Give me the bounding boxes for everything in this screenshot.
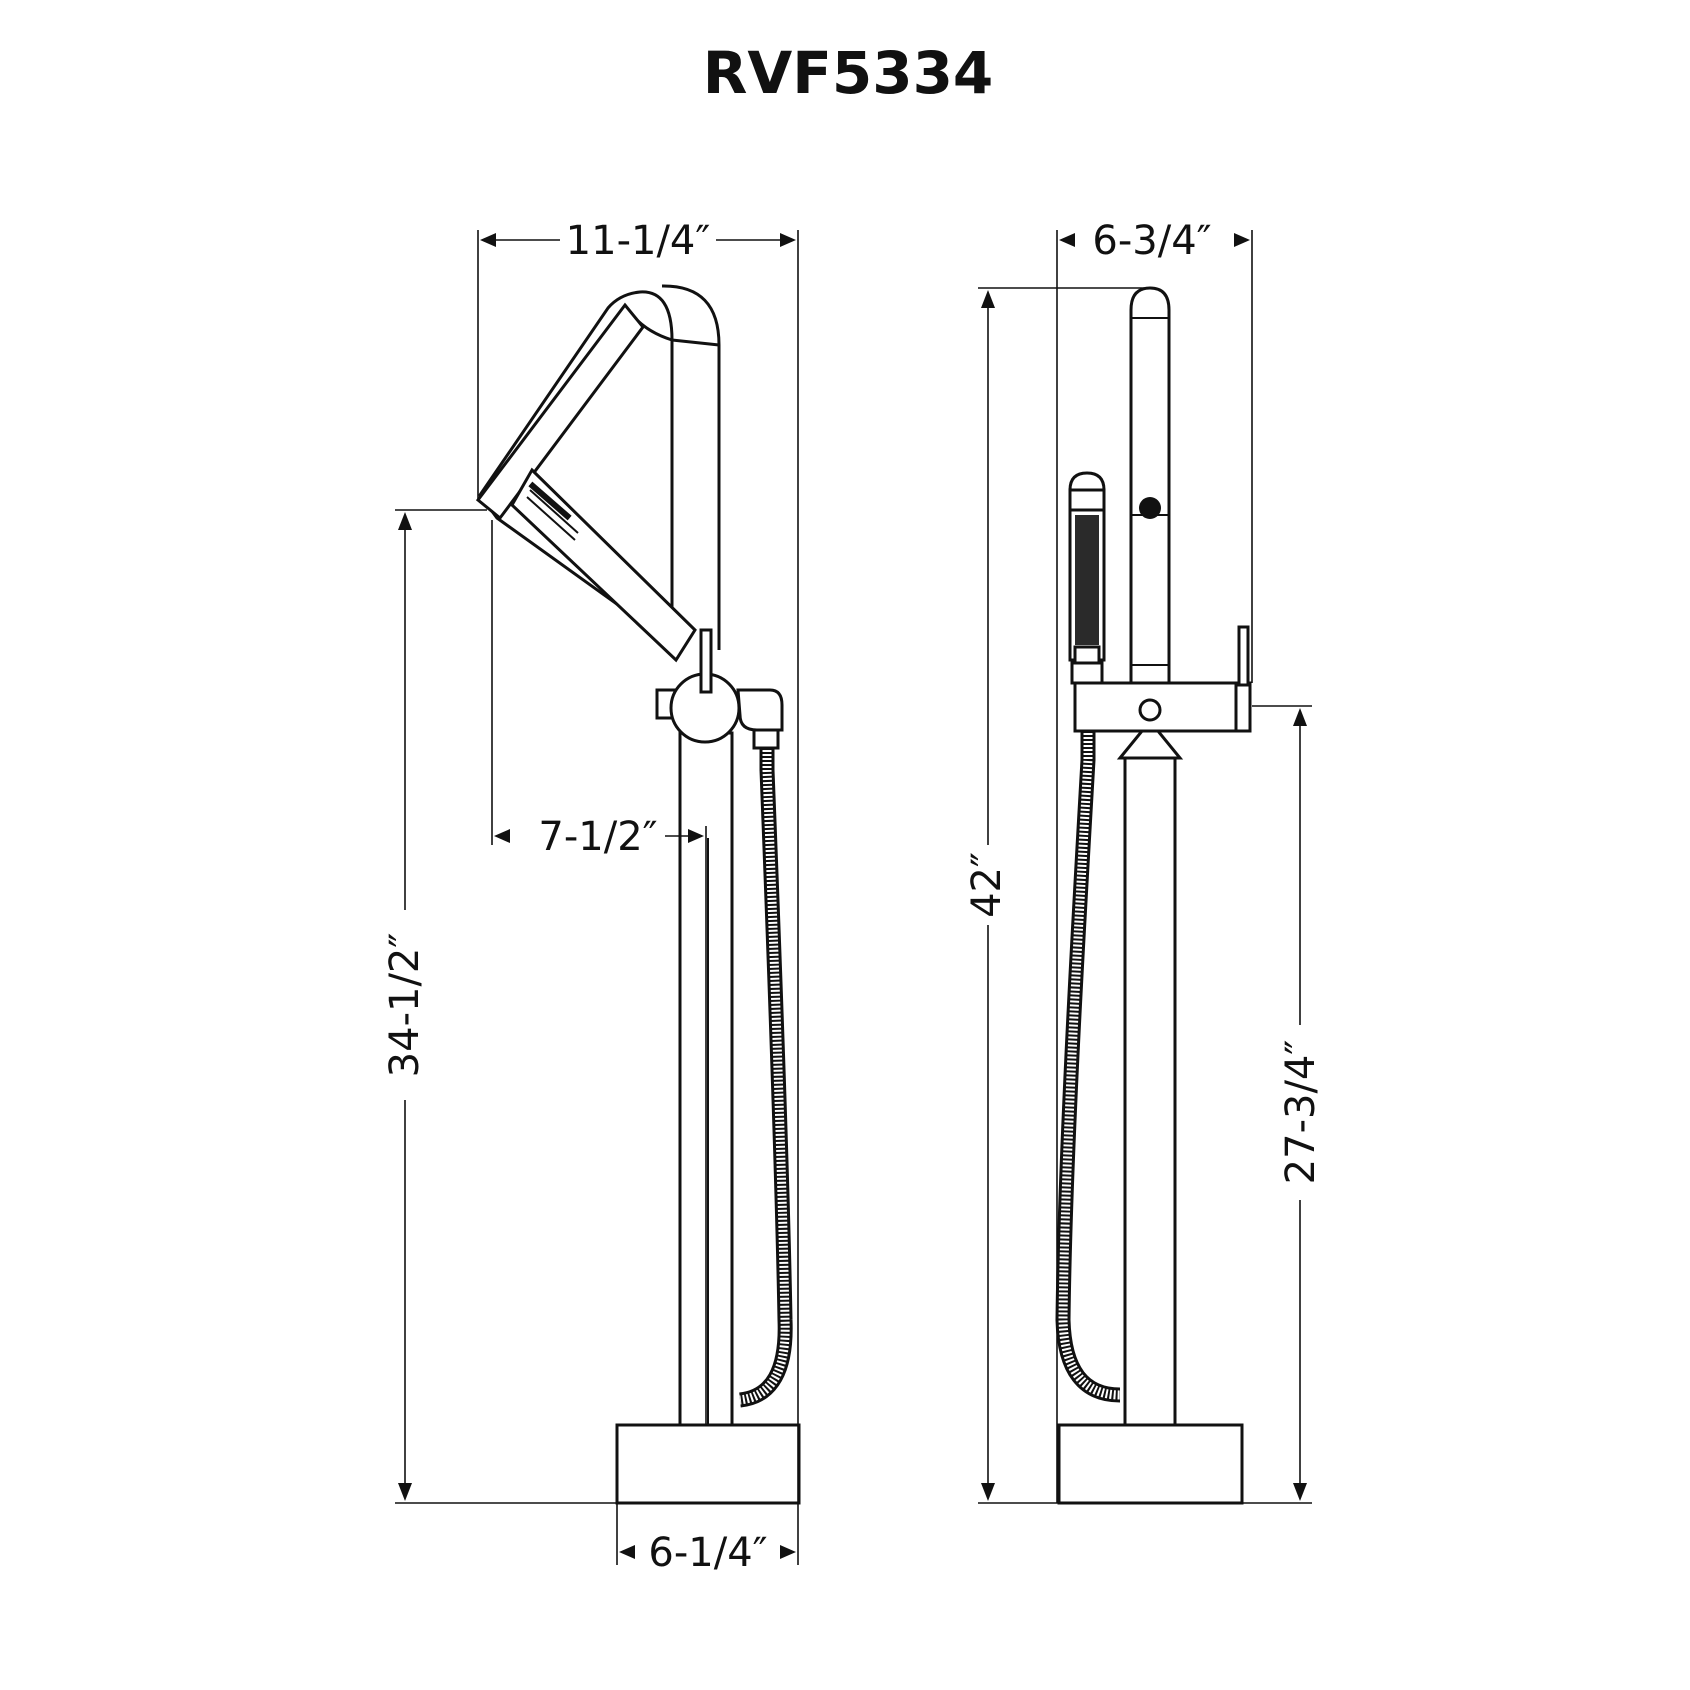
front-base-plate <box>1057 1423 1244 1505</box>
side-spout <box>478 290 683 650</box>
dim-front-handle-height: 27-3/4″ <box>1278 1040 1324 1185</box>
front-handle <box>1237 625 1250 687</box>
front-handle-cap <box>1234 681 1252 733</box>
dim-side-overall-width: 11-1/4″ <box>566 218 711 264</box>
side-base-plate <box>615 1423 801 1505</box>
front-spout <box>1129 286 1171 685</box>
dim-side-spout-reach: 7-1/2″ <box>538 814 657 860</box>
side-nozzle <box>510 467 697 663</box>
dim-front-overall-height: 42″ <box>964 852 1010 918</box>
side-elbow <box>736 688 784 732</box>
dim-front-overall-width: 6-3/4″ <box>1092 218 1211 264</box>
side-spout-head <box>475 302 645 521</box>
side-view: 11-1/4″ 7-1/2″ 34-1/2″ 6-1/4″ <box>382 218 801 1576</box>
front-riser-pipe <box>1123 756 1177 1427</box>
model-title: RVF5334 <box>703 39 994 107</box>
front-valve-body <box>1073 681 1252 733</box>
front-spout-outlet <box>1139 497 1161 519</box>
front-hand-shower-nozzles <box>1075 515 1099 645</box>
side-handle <box>699 628 713 694</box>
dim-side-base-width: 6-1/4″ <box>648 1530 767 1576</box>
front-view: 6-3/4″ 42″ 27-3/4″ <box>964 218 1324 1505</box>
dim-side-spout-height: 34-1/2″ <box>382 933 428 1078</box>
